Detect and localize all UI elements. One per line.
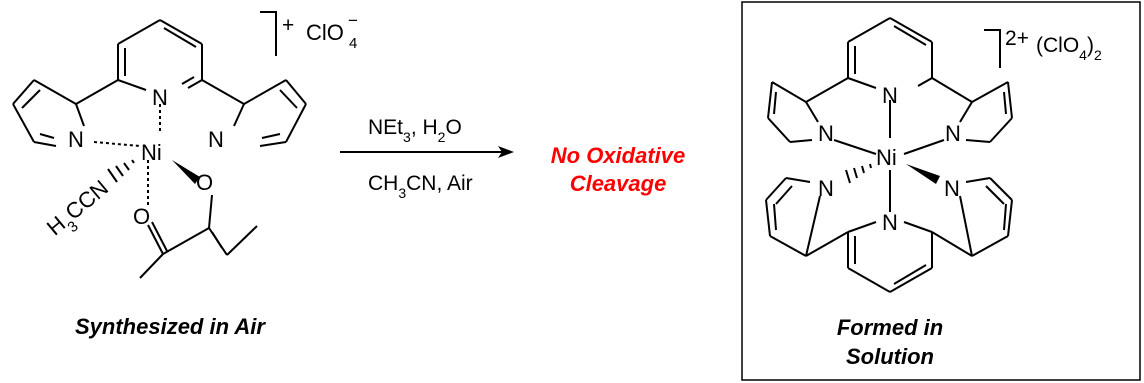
left-counterion: ClO xyxy=(306,20,344,45)
reaction-arrow xyxy=(340,146,514,158)
left-charge: + xyxy=(282,14,294,37)
right-n-top-left: N xyxy=(818,121,834,146)
right-ni: Ni xyxy=(876,145,897,170)
right-complex-bonds xyxy=(765,17,1013,293)
left-counterion-sub: 4 xyxy=(349,35,357,52)
acn-rest: CCN xyxy=(60,175,113,225)
right-charge: 2+ xyxy=(1005,27,1029,50)
left-counterion-base: ClO xyxy=(306,20,344,45)
left-ni: Ni xyxy=(141,140,162,165)
result-line-1: No Oxidative xyxy=(551,143,685,168)
right-complex-box xyxy=(741,1,1141,381)
left-n-left: N xyxy=(68,127,84,152)
right-caption-line-1: Formed in xyxy=(837,315,943,340)
left-solid-wedge xyxy=(172,160,200,184)
left-counterion-sup: − xyxy=(348,11,358,30)
result-line-2: Cleavage xyxy=(570,171,667,196)
right-n-top-central: N xyxy=(882,83,898,108)
left-o-right: O xyxy=(196,170,213,195)
left-complex-bonds xyxy=(12,19,307,279)
left-caption: Synthesized in Air xyxy=(75,314,266,339)
conditions-top: NEt3, H2O xyxy=(368,116,462,145)
left-n-right: N xyxy=(208,127,224,152)
right-n-bottom-central: N xyxy=(882,210,898,235)
right-n-bottom-left: N xyxy=(818,176,834,201)
left-acetonitrile-label: H3CCN xyxy=(42,175,118,246)
left-hashed-wedge xyxy=(107,159,135,183)
right-solid-wedge xyxy=(906,164,940,184)
svg-text:H3CCN: H3CCN xyxy=(42,175,118,246)
right-charge-bracket xyxy=(984,29,1001,68)
right-counterion: (ClO4)2 xyxy=(1036,34,1102,63)
right-n-top-right: N xyxy=(945,121,961,146)
left-o-bottom: O xyxy=(133,204,150,229)
right-caption-line-2: Solution xyxy=(846,344,934,369)
left-charge-bracket xyxy=(260,11,277,56)
right-hashed-wedge xyxy=(845,163,872,184)
right-n-bottom-right: N xyxy=(944,176,960,201)
conditions-bottom: CH3CN, Air xyxy=(368,172,473,201)
left-n-central: N xyxy=(152,85,168,110)
